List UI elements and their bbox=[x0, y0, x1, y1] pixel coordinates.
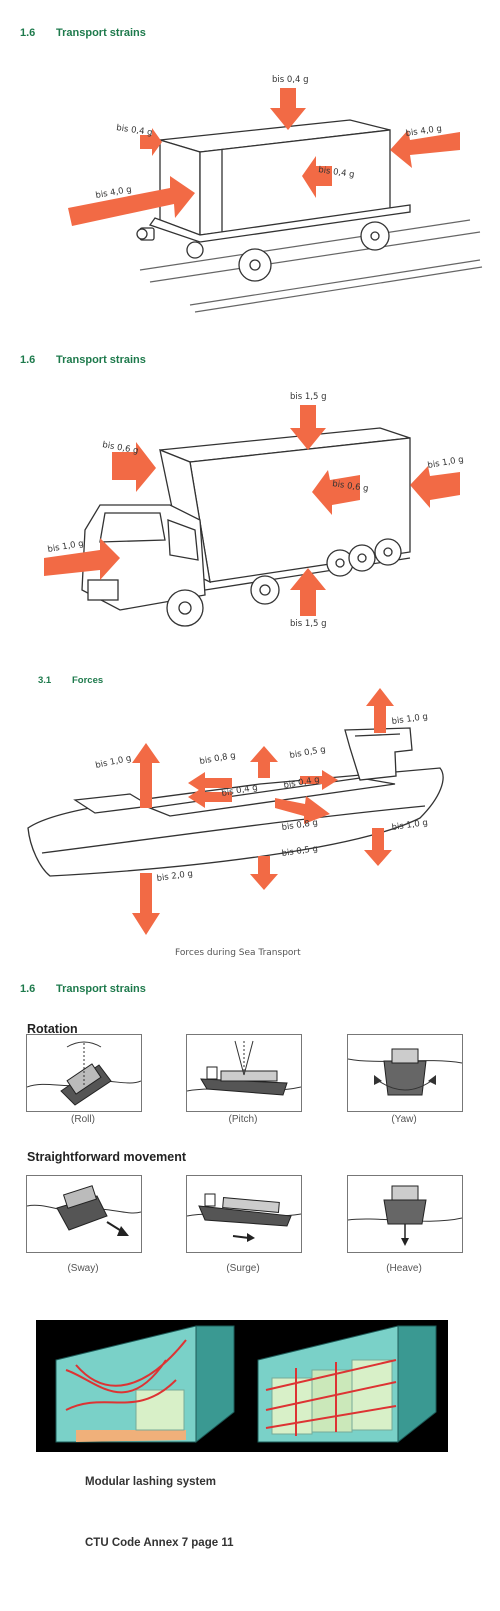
section-number: 3.1 bbox=[38, 675, 52, 686]
heave-illustration bbox=[348, 1185, 462, 1246]
section-title: Transport strains bbox=[56, 354, 146, 366]
ship-force-arrows bbox=[132, 688, 394, 935]
section-title: Transport strains bbox=[56, 27, 146, 39]
force-label: bis 1,0 g bbox=[427, 455, 465, 471]
truck-force-arrows bbox=[44, 405, 460, 616]
truck-diagram: bis 1,5 g bis 0,6 g bis 1,0 g bis 0,6 g … bbox=[44, 392, 465, 629]
sway-panel bbox=[26, 1175, 142, 1253]
yaw-panel bbox=[347, 1034, 463, 1112]
truck-body bbox=[81, 427, 411, 627]
arrow-down-bow bbox=[364, 828, 392, 866]
surge-caption: (Surge) bbox=[226, 1263, 260, 1274]
force-label: bis 0,8 g bbox=[199, 751, 237, 767]
arrow-left-center bbox=[312, 470, 360, 515]
arrow-down-top bbox=[290, 405, 326, 450]
lashing-image bbox=[36, 1320, 448, 1452]
arrow-down-mid bbox=[250, 856, 278, 890]
section-heading-truck: 1.6 Transport strains bbox=[20, 354, 146, 366]
roll-panel bbox=[26, 1034, 142, 1112]
arrow-up-stern bbox=[132, 743, 160, 808]
container-left bbox=[55, 1325, 235, 1444]
arrow-right-front bbox=[112, 442, 156, 492]
arrow-down bbox=[270, 88, 306, 130]
surge-illustration bbox=[187, 1193, 301, 1242]
container-right bbox=[257, 1325, 437, 1444]
arrow-left-top bbox=[188, 772, 232, 794]
lashing-caption: Modular lashing system bbox=[85, 1476, 217, 1488]
yaw-caption: (Yaw) bbox=[391, 1114, 417, 1125]
force-label: bis 0,4 g bbox=[272, 75, 309, 85]
arrow-down-stern bbox=[132, 873, 160, 935]
rails bbox=[139, 219, 483, 313]
arrow-right-big bbox=[68, 176, 195, 226]
arrow-left-small bbox=[140, 128, 162, 156]
train-force-arrows bbox=[68, 88, 460, 226]
ship-hull bbox=[27, 727, 444, 877]
section-heading-train: 1.6 Transport strains bbox=[20, 27, 146, 39]
arrow-right-cab bbox=[44, 538, 120, 580]
ship-caption: Forces during Sea Transport bbox=[175, 948, 301, 958]
arrow-down-right-mid bbox=[275, 796, 330, 824]
section-number: 1.6 bbox=[20, 983, 36, 995]
section-title: Transport strains bbox=[56, 983, 146, 995]
force-label: bis 0,5 g bbox=[289, 745, 327, 761]
pitch-caption: (Pitch) bbox=[228, 1114, 258, 1125]
yaw-illustration bbox=[348, 1048, 462, 1096]
arrow-left-center bbox=[302, 156, 332, 198]
ship-diagram: bis 1,0 g bis 1,0 g bis 0,8 g bis 0,5 g … bbox=[27, 688, 444, 958]
force-label: bis 1,5 g bbox=[290, 619, 327, 629]
roll-illustration bbox=[27, 1041, 141, 1106]
section-heading-ship: 3.1 Forces bbox=[38, 675, 103, 686]
footer-reference: CTU Code Annex 7 page 11 bbox=[85, 1537, 234, 1549]
pitch-illustration bbox=[187, 1040, 301, 1096]
section-number: 1.6 bbox=[20, 27, 36, 39]
arrow-left-right-side bbox=[390, 130, 460, 168]
arrow-up-bridge bbox=[366, 688, 394, 733]
pitch-panel bbox=[186, 1034, 302, 1112]
force-label: bis 1,5 g bbox=[290, 392, 327, 402]
heave-caption: (Heave) bbox=[386, 1263, 422, 1274]
force-label: bis 2,0 g bbox=[156, 869, 194, 884]
heave-panel bbox=[347, 1175, 463, 1253]
section-title: Forces bbox=[72, 675, 104, 686]
arrow-up-mid bbox=[250, 746, 278, 778]
rotation-heading: Rotation bbox=[27, 1022, 78, 1036]
sway-caption: (Sway) bbox=[67, 1263, 99, 1274]
section-number: 1.6 bbox=[20, 354, 36, 366]
arrow-up-bottom bbox=[290, 568, 326, 616]
train-chassis bbox=[136, 204, 411, 282]
roll-caption: (Roll) bbox=[71, 1114, 95, 1125]
force-label: bis 1,0 g bbox=[47, 539, 85, 555]
arrow-left-rear bbox=[410, 466, 460, 508]
force-label: bis 1,0 g bbox=[95, 754, 133, 771]
train-diagram: bis 0,4 g bis 0,4 g bis 4,0 g bis 4,0 g … bbox=[68, 75, 483, 313]
straightforward-heading: Straightforward movement bbox=[27, 1150, 187, 1164]
sway-illustration bbox=[27, 1185, 141, 1236]
arrow-left-mid bbox=[188, 786, 232, 808]
surge-panel bbox=[186, 1175, 302, 1253]
force-label: bis 1,0 g bbox=[391, 712, 429, 727]
section-heading-motion: 1.6 Transport strains bbox=[20, 983, 146, 995]
force-label: bis 0,4 g bbox=[116, 123, 154, 138]
arrow-right-mid bbox=[300, 770, 338, 790]
